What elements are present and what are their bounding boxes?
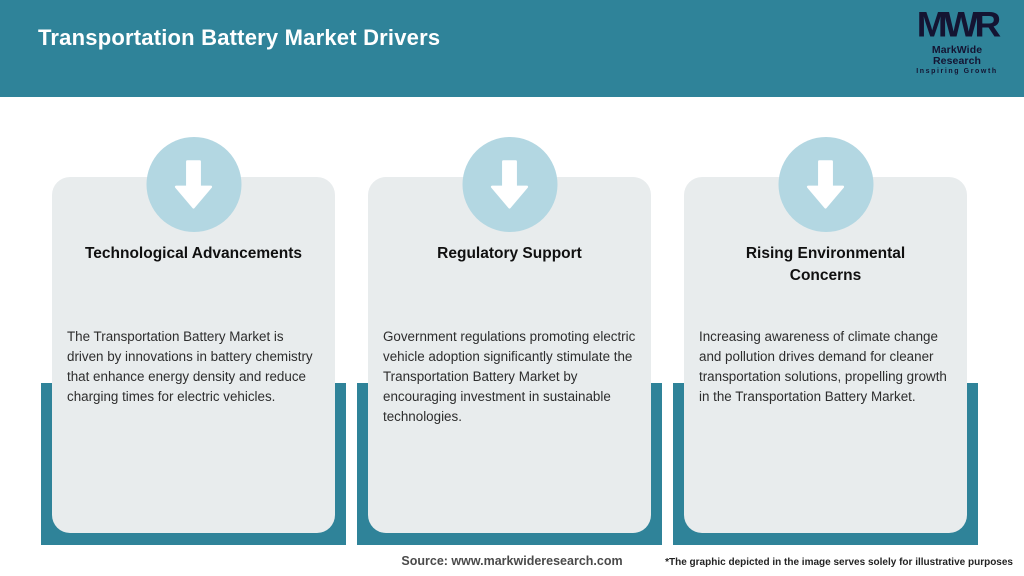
arrow-down-icon <box>778 137 873 232</box>
arrow-down-icon <box>462 137 557 232</box>
card-panel: Rising Environmental Concerns Increasing… <box>684 177 967 533</box>
arrow-down-icon <box>146 137 241 232</box>
header-band: Transportation Battery Market Drivers MW… <box>0 0 1024 97</box>
markwide-research-logo: MWR MarkWide Research Inspiring Growth <box>912 6 1002 75</box>
driver-card-rising-environmental-concerns: Rising Environmental Concerns Increasing… <box>673 137 978 545</box>
page-title: Transportation Battery Market Drivers <box>38 25 441 50</box>
card-panel: Regulatory Support Government regulation… <box>368 177 651 533</box>
card-description: Increasing awareness of climate change a… <box>699 329 947 405</box>
logo-company-name: MarkWide Research <box>931 44 983 67</box>
driver-card-technological-advancements: Technological Advancements The Transport… <box>41 137 346 545</box>
driver-card-regulatory-support: Regulatory Support Government regulation… <box>357 137 662 545</box>
card-title: Regulatory Support <box>437 245 582 262</box>
logo-tagline: Inspiring Growth <box>916 68 998 75</box>
card-title: Technological Advancements <box>84 245 303 262</box>
logo-mwr-monogram: MWR <box>916 5 1001 44</box>
card-title: Rising Environmental Concerns <box>745 245 906 284</box>
source-attribution: Source: www.markwideresearch.com <box>401 554 623 568</box>
disclaimer-note: *The graphic depicted in the image serve… <box>665 557 1013 568</box>
card-panel: Technological Advancements The Transport… <box>52 177 335 533</box>
card-description: Government regulations promoting electri… <box>383 329 636 425</box>
card-description: The Transportation Battery Market is dri… <box>67 329 313 405</box>
